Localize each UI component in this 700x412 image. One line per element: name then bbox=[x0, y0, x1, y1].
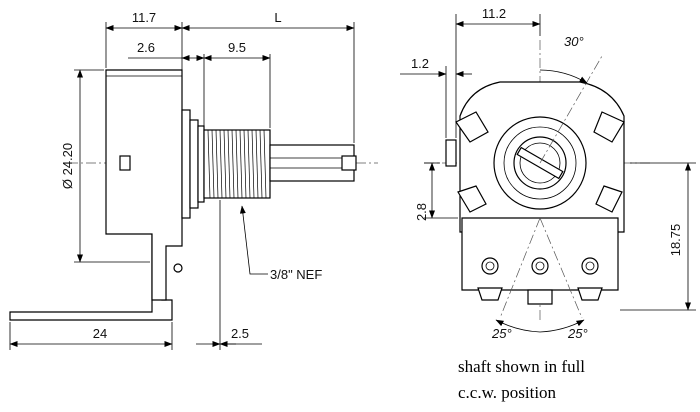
dim-2-5-label: 2.5 bbox=[231, 326, 249, 341]
nut-face bbox=[197, 125, 205, 203]
thread-line bbox=[223, 129, 227, 199]
terminal-1 bbox=[477, 257, 503, 301]
thread-line bbox=[239, 129, 243, 199]
dim-2-8-label: 2.8 bbox=[414, 203, 429, 221]
bushing-threads bbox=[207, 129, 267, 199]
thread-label: 3/8" NEF bbox=[270, 267, 322, 282]
dim-diameter-label: Ø 24.20 bbox=[60, 143, 75, 189]
left-ear-top bbox=[455, 111, 489, 143]
shaft bbox=[269, 144, 355, 182]
angle-arc-25-right bbox=[539, 319, 585, 333]
dim-24-label: 24 bbox=[93, 326, 107, 341]
dim-2-6-label: 2.6 bbox=[137, 40, 155, 55]
thread-line bbox=[231, 129, 235, 199]
thread-line bbox=[259, 129, 263, 199]
note-line-1: shaft shown in full bbox=[458, 357, 585, 376]
angle-25-right-label: 25° bbox=[567, 326, 588, 341]
front-flange bbox=[181, 109, 191, 219]
threaded-bushing bbox=[203, 129, 271, 199]
thread-line bbox=[255, 129, 259, 199]
thread-leader bbox=[239, 205, 268, 275]
thread-line bbox=[263, 129, 267, 199]
right-ear-bottom bbox=[595, 185, 623, 213]
rear-nib bbox=[119, 155, 131, 171]
solder-tab bbox=[173, 263, 183, 273]
front-view: 30° 25° 25° 11.2 1.2 2.8 18.75 bbox=[400, 6, 696, 341]
thread-line bbox=[235, 129, 239, 199]
left-side-notch bbox=[445, 139, 457, 167]
dim-1-2-label: 1.2 bbox=[411, 56, 429, 71]
angle-30-label: 30° bbox=[564, 34, 584, 49]
angle-arc-25-left bbox=[495, 319, 541, 333]
thread-line bbox=[243, 129, 247, 199]
thread-line bbox=[247, 129, 251, 199]
left-ear-bottom bbox=[457, 185, 487, 213]
housing-body bbox=[105, 69, 183, 301]
terminal-plate bbox=[461, 217, 619, 291]
dim-11-7-label: 11.7 bbox=[132, 10, 156, 25]
dim-18-75-label: 18.75 bbox=[668, 224, 683, 257]
dim-11-2-label: 11.2 bbox=[482, 6, 506, 21]
thread-line bbox=[227, 129, 231, 199]
terminal-3 bbox=[577, 257, 603, 301]
right-ear-top bbox=[593, 111, 625, 143]
note-line-2: c.c.w. position bbox=[458, 383, 557, 402]
thread-line bbox=[211, 129, 215, 199]
shaft-slot bbox=[341, 155, 357, 171]
dim-9-5-label: 9.5 bbox=[228, 40, 246, 55]
terminal-2 bbox=[527, 257, 553, 305]
mounting-bracket bbox=[9, 233, 173, 321]
thread-line bbox=[219, 129, 223, 199]
side-view: 11.7 L 2.6 9.5 Ø 24.20 3/8" NEF 24 2.5 bbox=[9, 10, 378, 350]
dim-L-label: L bbox=[274, 10, 281, 25]
angle-25-left-label: 25° bbox=[491, 326, 512, 341]
angle-arc-30 bbox=[539, 69, 588, 84]
thread-line bbox=[207, 129, 211, 199]
thread-line bbox=[215, 129, 219, 199]
front-washer bbox=[189, 119, 199, 209]
thread-line bbox=[251, 129, 255, 199]
